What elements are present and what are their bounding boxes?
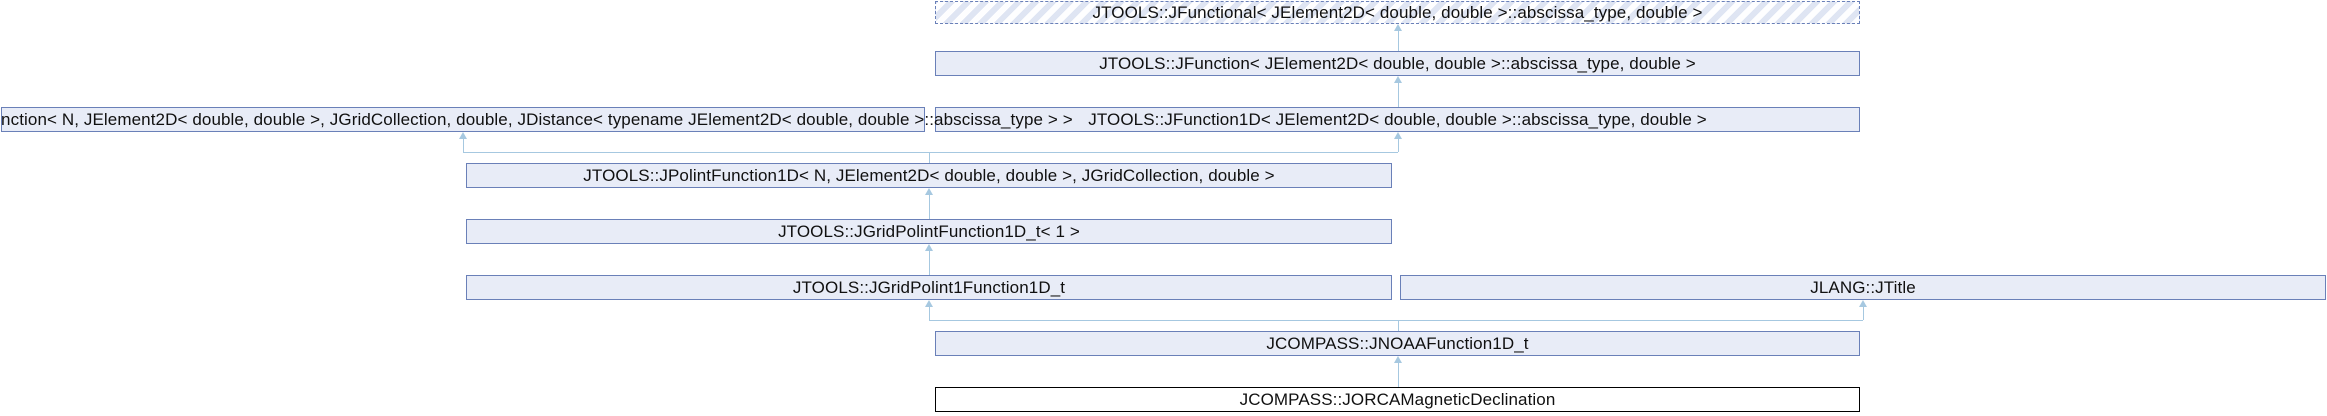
edge-jpolintfunction1d-to-jfunction1d-child-seg bbox=[929, 152, 930, 163]
class-node-label: JTOOLS::JPolintFunction< N, JElement2D< … bbox=[0, 110, 1073, 129]
edge-jfunction1d-to-jfunction bbox=[1398, 83, 1399, 107]
class-node-label: JTOOLS::JFunctional< JElement2D< double,… bbox=[1092, 3, 1703, 22]
edge-jpolintfunction1d-to-jfunction1d-arrowhead bbox=[1394, 132, 1402, 139]
class-node-label: JTOOLS::JFunction1D< JElement2D< double,… bbox=[1088, 110, 1707, 129]
edge-jorcamagneticdeclination-to-jnoaafunction1d_t-arrowhead bbox=[1394, 356, 1402, 363]
edge-jpolintfunction1d-to-jpolintfunction-elbow bbox=[463, 152, 929, 153]
edge-jnoaafunction1d_t-to-jtitle-elbow bbox=[1398, 320, 1863, 321]
edge-jgridpolintfunction1d_t-to-jpolintfunction1d bbox=[929, 195, 930, 219]
class-node-jgridpolint1function1d_t[interactable]: JTOOLS::JGridPolint1Function1D_t bbox=[466, 275, 1392, 300]
class-node-jfunction1d[interactable]: JTOOLS::JFunction1D< JElement2D< double,… bbox=[935, 107, 1860, 132]
class-node-jorcamagneticdeclination[interactable]: JCOMPASS::JORCAMagneticDeclination bbox=[935, 387, 1860, 412]
edge-jnoaafunction1d_t-to-jtitle-parent-seg bbox=[1863, 307, 1864, 320]
class-node-jpolintfunction1d[interactable]: JTOOLS::JPolintFunction1D< N, JElement2D… bbox=[466, 163, 1392, 188]
edge-jnoaafunction1d_t-to-jtitle-arrowhead bbox=[1859, 300, 1867, 307]
edge-jfunction-to-jfunctional-arrowhead bbox=[1394, 24, 1402, 31]
edge-jpolintfunction1d-to-jfunction1d-parent-seg bbox=[1398, 139, 1399, 152]
class-node-jfunction[interactable]: JTOOLS::JFunction< JElement2D< double, d… bbox=[935, 51, 1860, 76]
edge-jfunction1d-to-jfunction-arrowhead bbox=[1394, 76, 1402, 83]
class-node-label: JLANG::JTitle bbox=[1810, 278, 1916, 297]
class-node-jtitle[interactable]: JLANG::JTitle bbox=[1400, 275, 2326, 300]
edge-jorcamagneticdeclination-to-jnoaafunction1d_t bbox=[1398, 363, 1399, 387]
edge-jpolintfunction1d-to-jfunction1d-elbow bbox=[929, 152, 1398, 153]
edge-jnoaafunction1d_t-to-jtitle-child-seg bbox=[1398, 320, 1399, 331]
edge-jgridpolintfunction1d_t-to-jpolintfunction1d-arrowhead bbox=[925, 188, 933, 195]
edge-jfunction-to-jfunctional bbox=[1398, 31, 1399, 51]
class-node-jgridpolintfunction1d_t[interactable]: JTOOLS::JGridPolintFunction1D_t< 1 > bbox=[466, 219, 1392, 244]
edge-jnoaafunction1d_t-to-jgridpolint1function1d_t-arrowhead bbox=[925, 300, 933, 307]
class-node-label: JCOMPASS::JORCAMagneticDeclination bbox=[1239, 390, 1556, 409]
edge-jnoaafunction1d_t-to-jgridpolint1function1d_t-parent-seg bbox=[929, 307, 930, 320]
class-node-jnoaafunction1d_t[interactable]: JCOMPASS::JNOAAFunction1D_t bbox=[935, 331, 1860, 356]
class-node-jfunctional[interactable]: JTOOLS::JFunctional< JElement2D< double,… bbox=[935, 1, 1860, 24]
class-node-label: JTOOLS::JFunction< JElement2D< double, d… bbox=[1099, 54, 1696, 73]
edge-jnoaafunction1d_t-to-jgridpolint1function1d_t-elbow bbox=[929, 320, 1398, 321]
class-node-label: JTOOLS::JGridPolintFunction1D_t< 1 > bbox=[778, 222, 1080, 241]
edge-jpolintfunction1d-to-jpolintfunction-arrowhead bbox=[459, 132, 467, 139]
edge-jpolintfunction1d-to-jpolintfunction-parent-seg bbox=[463, 139, 464, 152]
class-node-label: JTOOLS::JGridPolint1Function1D_t bbox=[792, 278, 1066, 297]
edge-jgridpolint1function1d_t-to-jgridpolintfunction1d_t bbox=[929, 251, 930, 275]
class-node-label: JTOOLS::JPolintFunction1D< N, JElement2D… bbox=[583, 166, 1275, 185]
class-node-label: JCOMPASS::JNOAAFunction1D_t bbox=[1266, 334, 1529, 353]
class-node-jpolintfunction[interactable]: JTOOLS::JPolintFunction< N, JElement2D< … bbox=[0, 107, 1073, 132]
edge-jgridpolint1function1d_t-to-jgridpolintfunction1d_t-arrowhead bbox=[925, 244, 933, 251]
